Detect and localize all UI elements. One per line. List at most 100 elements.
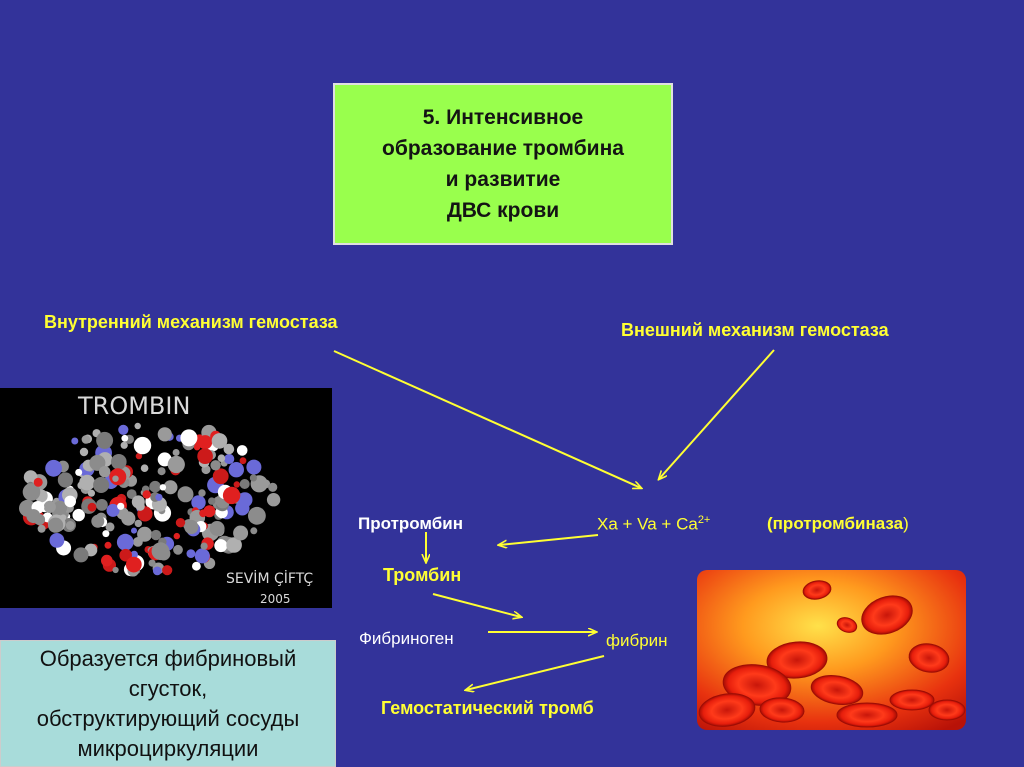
atom bbox=[233, 481, 240, 488]
atom bbox=[214, 539, 228, 553]
atom bbox=[224, 453, 235, 465]
atom bbox=[209, 521, 225, 536]
red-blood-cell bbox=[836, 617, 858, 633]
atom bbox=[239, 457, 247, 465]
atom bbox=[117, 502, 125, 510]
atom bbox=[130, 550, 138, 559]
atom bbox=[237, 492, 253, 508]
atom bbox=[246, 459, 262, 475]
atom bbox=[60, 514, 67, 521]
atom bbox=[73, 547, 89, 563]
atom bbox=[152, 566, 162, 576]
complex-formula: Xa + Va + Ca bbox=[597, 514, 698, 534]
atom bbox=[121, 511, 136, 526]
title-box: 5. Интенсивное образование тромбина и ра… bbox=[333, 83, 673, 245]
atom bbox=[22, 483, 41, 501]
atom bbox=[99, 466, 111, 478]
extrinsic-mechanism-label: Внешний механизм гемостаза bbox=[621, 320, 889, 340]
atom bbox=[111, 454, 127, 470]
fibrinogen-label: Фибриноген bbox=[359, 629, 454, 648]
atom bbox=[96, 499, 108, 511]
atom bbox=[81, 435, 91, 444]
red-blood-cell bbox=[836, 702, 898, 728]
atom bbox=[134, 519, 142, 528]
atom bbox=[211, 433, 228, 449]
atom bbox=[131, 495, 145, 509]
red-blood-cell bbox=[889, 689, 935, 711]
atom bbox=[87, 489, 95, 497]
red-blood-cell bbox=[698, 693, 756, 727]
atom bbox=[64, 495, 76, 508]
atom bbox=[23, 470, 38, 484]
atom bbox=[96, 431, 114, 449]
red-blood-cell bbox=[802, 580, 832, 600]
atom bbox=[157, 427, 172, 442]
atom bbox=[87, 502, 97, 512]
atom bbox=[197, 448, 213, 464]
atom bbox=[159, 484, 167, 491]
atom bbox=[72, 508, 85, 522]
atom bbox=[173, 532, 180, 540]
prothrombinase-name: (протромбиназа bbox=[767, 514, 904, 533]
atom bbox=[133, 537, 143, 547]
atom bbox=[186, 549, 196, 558]
thrombin-arrow bbox=[432, 593, 521, 617]
result-box: Образуется фибриновый сгусток, обструкти… bbox=[0, 640, 336, 767]
image-caption-title: TROMBIN bbox=[77, 392, 190, 420]
atom bbox=[119, 548, 132, 562]
atom bbox=[102, 530, 110, 538]
atom bbox=[167, 455, 185, 474]
atom bbox=[222, 486, 241, 505]
atom bbox=[125, 556, 142, 573]
atom bbox=[233, 525, 249, 541]
atom bbox=[105, 522, 115, 532]
atom bbox=[266, 493, 281, 507]
atom bbox=[180, 429, 198, 447]
atom bbox=[91, 514, 105, 528]
atom bbox=[194, 548, 210, 564]
atom bbox=[150, 529, 162, 541]
atom bbox=[104, 541, 112, 549]
atom bbox=[43, 500, 56, 513]
fibrin-to-thrombus-arrow bbox=[466, 655, 605, 690]
atom bbox=[120, 441, 128, 449]
prothrombinase-complex: Xa + Va + Ca2+ bbox=[597, 514, 710, 535]
atom bbox=[79, 447, 89, 457]
atom bbox=[212, 468, 229, 485]
red-blood-cell bbox=[928, 699, 966, 721]
atom bbox=[112, 566, 119, 574]
atom bbox=[198, 489, 206, 497]
atom bbox=[52, 500, 68, 515]
atom bbox=[121, 434, 129, 442]
atom bbox=[65, 521, 75, 530]
atom bbox=[198, 435, 213, 450]
atom bbox=[37, 524, 46, 533]
atom bbox=[48, 517, 64, 533]
atom bbox=[133, 436, 152, 455]
atom bbox=[79, 474, 95, 491]
atom bbox=[223, 443, 235, 455]
atom bbox=[101, 554, 113, 567]
atom bbox=[217, 454, 226, 462]
atom bbox=[33, 477, 43, 487]
atom bbox=[249, 474, 257, 482]
atom bbox=[118, 424, 129, 435]
atom bbox=[192, 561, 201, 571]
calcium-charge: 2+ bbox=[697, 514, 711, 526]
thrombus-label: Гемостатический тромб bbox=[381, 698, 594, 718]
intrinsic-mechanism-label: Внутренний механизм гемостаза bbox=[44, 312, 338, 332]
intrinsic-arrow bbox=[333, 350, 641, 488]
atom bbox=[199, 509, 208, 518]
atom bbox=[172, 449, 180, 456]
atom bbox=[200, 542, 208, 550]
atom bbox=[116, 533, 134, 551]
atom bbox=[248, 506, 266, 525]
atom bbox=[261, 479, 271, 489]
atom bbox=[106, 503, 120, 517]
atom bbox=[268, 482, 278, 492]
atom bbox=[226, 537, 242, 553]
atom bbox=[236, 445, 248, 456]
atom bbox=[239, 479, 250, 489]
molecule-atoms bbox=[19, 422, 281, 577]
atom bbox=[126, 489, 137, 499]
